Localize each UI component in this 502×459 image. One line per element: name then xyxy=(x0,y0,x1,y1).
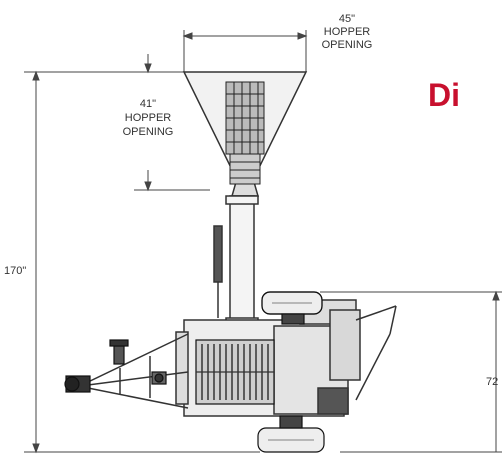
overall-height-value: 170" xyxy=(4,265,26,277)
page-heading: Di xyxy=(428,77,460,113)
hopper-depth-line1: HOPPER xyxy=(125,112,172,124)
hopper-grate xyxy=(225,81,265,185)
discharge-tube xyxy=(225,195,259,337)
hydraulic-cylinder xyxy=(213,225,223,318)
right-height-value: 72 xyxy=(486,376,498,388)
bottom-wheel xyxy=(257,415,325,453)
hopper-depth-value: 41" xyxy=(140,98,156,110)
tongue-bracket xyxy=(151,371,167,385)
hopper-depth-line2: OPENING xyxy=(123,126,174,138)
tow-hitch xyxy=(64,375,91,393)
top-width-line1: HOPPER xyxy=(324,26,371,38)
dimension-lines xyxy=(24,30,502,454)
top-width-line2: OPENING xyxy=(322,39,373,51)
top-wheel xyxy=(261,291,323,325)
right-frame xyxy=(317,305,397,415)
jack-stand xyxy=(109,339,129,365)
tow-tongue xyxy=(87,333,189,409)
coil-drum xyxy=(195,339,275,405)
top-width-value: 45" xyxy=(339,13,355,25)
